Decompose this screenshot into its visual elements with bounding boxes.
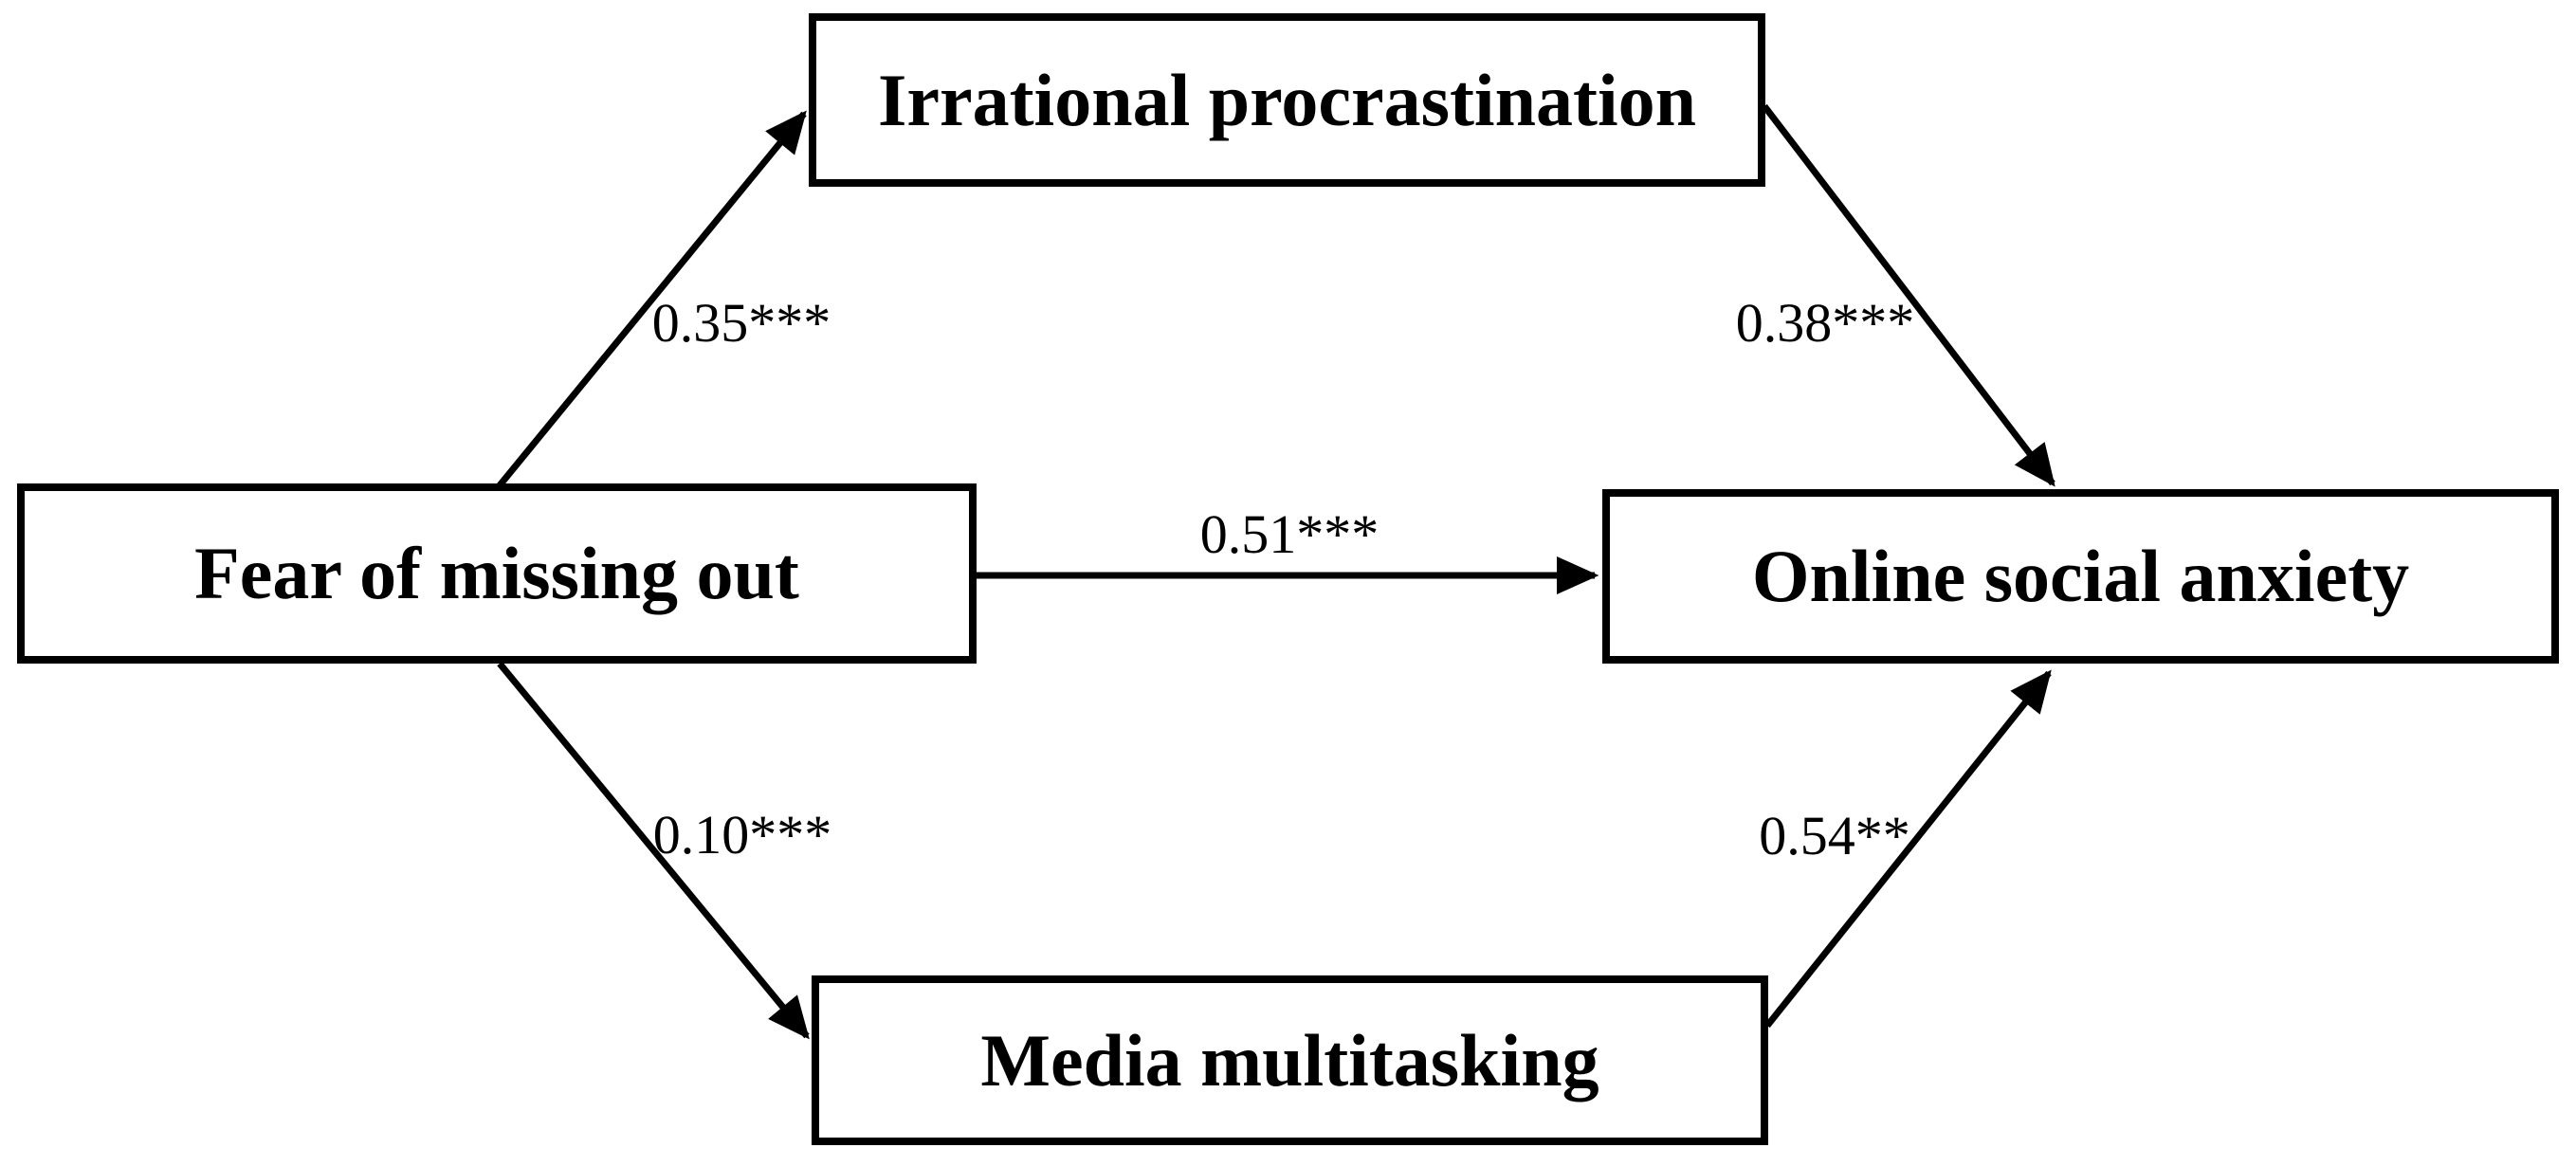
- arrow-irrational-procrastination-to-online-social-anxiety: [1762, 103, 2055, 487]
- node-label-media-multitasking: Media multitasking: [980, 1018, 1599, 1102]
- node-online-social-anxiety: Online social anxiety: [1602, 489, 2559, 664]
- node-fear-of-missing-out: Fear of missing out: [17, 483, 977, 664]
- path-coefficient-fomo-irrational-procrastination: 0.35***: [651, 292, 831, 354]
- arrow-media-multitasking-to-online-social-anxiety: [1764, 669, 2052, 1029]
- node-label-fear-of-missing-out: Fear of missing out: [194, 532, 799, 614]
- node-label-online-social-anxiety: Online social anxiety: [1751, 535, 2410, 617]
- node-label-irrational-procrastination: Irrational procrastination: [877, 58, 1697, 141]
- arrow-fomo-to-media-multitasking: [497, 661, 810, 1040]
- arrow-fomo-to-irrational-procrastination: [497, 110, 807, 488]
- path-coefficient-media-multitasking-osa: 0.54**: [1759, 805, 1910, 866]
- path-coefficient-fomo-osa-direct: 0.51***: [1199, 503, 1379, 565]
- path-coefficient-fomo-media-multitasking: 0.10***: [652, 804, 832, 865]
- node-media-multitasking: Media multitasking: [812, 975, 1768, 1145]
- node-irrational-procrastination: Irrational procrastination: [809, 13, 1765, 187]
- path-coefficient-irrational-procrastination-osa: 0.38***: [1735, 292, 1915, 354]
